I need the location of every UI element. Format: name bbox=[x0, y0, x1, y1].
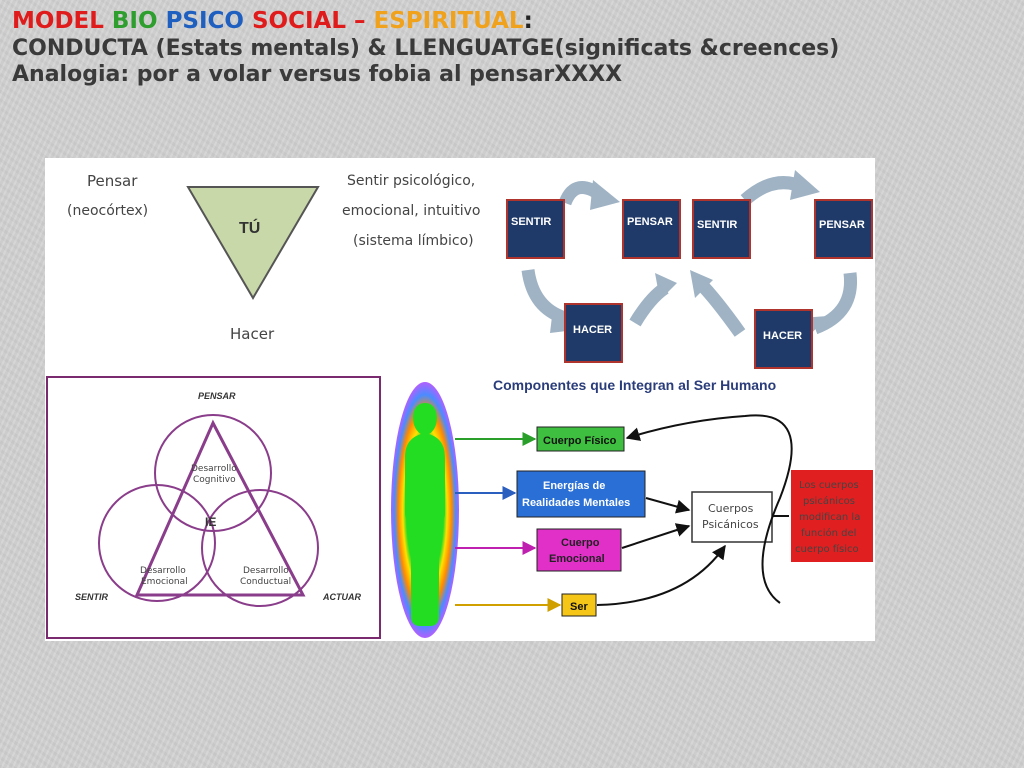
box-ser: Ser bbox=[561, 593, 597, 617]
svg-text:Energías de: Energías de bbox=[543, 480, 605, 492]
title-word-model: MODEL bbox=[12, 8, 112, 34]
svg-text:Psicánicos: Psicánicos bbox=[702, 518, 759, 531]
box-energias: Energías de Realidades Mentales bbox=[516, 470, 646, 518]
human-aura-figure bbox=[391, 382, 459, 638]
venn-cognitivo-l2: Cognitivo bbox=[193, 475, 236, 485]
title-colon: : bbox=[523, 8, 533, 34]
label-neocortex: (neocórtex) bbox=[67, 203, 148, 219]
cycle-box-pensar-right: PENSAR bbox=[814, 199, 873, 259]
label-sentir-line-1: Sentir psicológico, bbox=[347, 173, 475, 189]
title-word-social: SOCIAL – bbox=[251, 8, 374, 34]
venn-label-pensar: PENSAR bbox=[198, 391, 236, 401]
arrow-loop-to-cuerpo-fisico bbox=[625, 414, 793, 604]
box-red-note: Los cuerpos psicánicos modifican la func… bbox=[791, 470, 873, 562]
components-diagram: Componentes que Integran al Ser Humano C… bbox=[391, 377, 873, 638]
svg-text:HACER: HACER bbox=[763, 330, 802, 342]
svg-text:cuerpo físico: cuerpo físico bbox=[795, 543, 859, 555]
title-word-bio: BIO bbox=[111, 8, 166, 34]
venn-emocional-l1: Desarrollo bbox=[140, 566, 186, 576]
label-sentir-line-3: (sistema límbico) bbox=[353, 233, 474, 249]
cycle-arrow-right-left bbox=[695, 278, 746, 337]
box-cuerpo-fisico: Cuerpo Físico bbox=[536, 426, 625, 452]
cycle-box-hacer-left: HACER bbox=[564, 303, 623, 363]
svg-text:psicánicos: psicánicos bbox=[803, 495, 855, 507]
slide-title-line-1: MODEL BIO PSICO SOCIAL – ESPIRITUAL: bbox=[12, 8, 1012, 36]
label-hacer: Hacer bbox=[230, 325, 275, 343]
cycle-box-sentir-left: SENTIR bbox=[506, 199, 565, 259]
svg-text:SENTIR: SENTIR bbox=[511, 216, 551, 228]
venn-center-ie: IE bbox=[205, 515, 216, 529]
svg-text:PENSAR: PENSAR bbox=[627, 216, 673, 228]
inverted-triangle bbox=[186, 186, 320, 300]
label-sentir-line-2: emocional, intuitivo bbox=[342, 203, 480, 219]
title-word-psico: PSICO bbox=[165, 8, 252, 34]
diagram-collage: Pensar (neocórtex) TÚ Sentir psicológico… bbox=[45, 158, 875, 641]
venn-diagram: PENSAR Desarrollo Cognitivo IE Desarroll… bbox=[46, 376, 381, 639]
venn-conductual-l2: Conductual bbox=[240, 577, 291, 587]
label-pensar: Pensar bbox=[87, 172, 138, 190]
svg-text:SENTIR: SENTIR bbox=[697, 219, 737, 231]
slide-title-block: MODEL BIO PSICO SOCIAL – ESPIRITUAL: CON… bbox=[12, 8, 1012, 88]
svg-text:Realidades Mentales: Realidades Mentales bbox=[522, 497, 630, 509]
box-cuerpo-emocional: Cuerpo Emocional bbox=[536, 528, 622, 572]
arrow-emocional-to-psiquicos bbox=[621, 523, 691, 549]
cycle-box-sentir-right: SENTIR bbox=[692, 199, 751, 259]
cycle-arrow-left-bottom bbox=[521, 268, 568, 325]
venn-label-actuar: ACTUAR bbox=[322, 592, 361, 602]
svg-text:función del: función del bbox=[801, 527, 856, 539]
svg-text:Los cuerpos: Los cuerpos bbox=[799, 480, 859, 491]
triangle-center-tu: TÚ bbox=[239, 218, 260, 237]
svg-text:HACER: HACER bbox=[573, 324, 612, 336]
title-word-espiritual: ESPIRITUAL bbox=[373, 8, 524, 34]
svg-text:modifican la: modifican la bbox=[799, 512, 860, 523]
cycle-arrow-right-bottom bbox=[812, 272, 858, 335]
cycle-diagrams: SENTIR PENSAR HACER SENTIR PENSAR HACER bbox=[506, 170, 873, 369]
venn-frame bbox=[46, 376, 381, 639]
svg-text:Ser: Ser bbox=[570, 601, 588, 613]
svg-text:Cuerpos: Cuerpos bbox=[708, 502, 754, 515]
venn-cognitivo-l1: Desarrollo bbox=[191, 464, 237, 474]
arrow-ser-to-psiquicos bbox=[596, 544, 726, 606]
svg-text:Cuerpo: Cuerpo bbox=[561, 537, 600, 549]
svg-text:Cuerpo Físico: Cuerpo Físico bbox=[543, 435, 617, 447]
triangle-model: Pensar (neocórtex) TÚ Sentir psicológico… bbox=[67, 172, 480, 343]
slide-title-line-3: Analogia: por a volar versus fobia al pe… bbox=[12, 61, 623, 87]
components-title: Componentes que Integran al Ser Humano bbox=[493, 377, 776, 393]
svg-text:PENSAR: PENSAR bbox=[819, 219, 865, 231]
svg-text:Emocional: Emocional bbox=[549, 553, 605, 565]
venn-label-sentir: SENTIR bbox=[75, 592, 109, 602]
diagram-svg: Pensar (neocórtex) TÚ Sentir psicológico… bbox=[46, 170, 873, 639]
arrow-energias-to-psiquicos bbox=[645, 497, 691, 514]
venn-conductual-l1: Desarrollo bbox=[243, 566, 289, 576]
venn-circle-conductual bbox=[201, 489, 319, 607]
venn-circle-emocional bbox=[98, 484, 216, 602]
cycle-box-hacer-right: HACER bbox=[754, 309, 813, 369]
cycle-box-pensar-left: PENSAR bbox=[622, 199, 681, 259]
slide-title-line-2: CONDUCTA (Estats mentals) & LLENGUATGE(s… bbox=[12, 35, 840, 61]
box-cuerpos-psiquicos: Cuerpos Psicánicos bbox=[691, 491, 773, 543]
venn-triangle bbox=[134, 419, 306, 597]
venn-emocional-l2: Emocional bbox=[141, 577, 188, 587]
